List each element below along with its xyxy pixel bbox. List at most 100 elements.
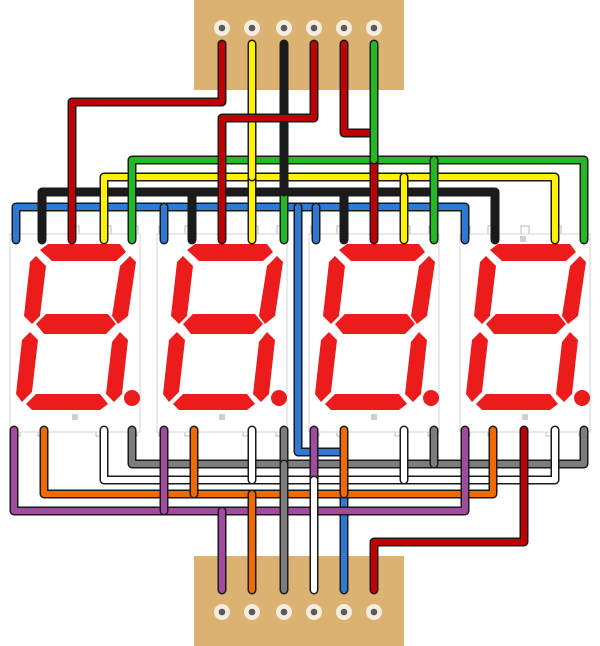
segment-a — [187, 244, 273, 261]
wire-core — [11, 427, 468, 514]
header-board — [194, 0, 404, 90]
segment-f — [323, 256, 345, 324]
wire-core — [129, 157, 587, 243]
pad-hole — [280, 24, 288, 32]
pad-hole — [310, 24, 318, 32]
wire-blue-spine — [293, 202, 349, 595]
wire-core — [69, 41, 225, 243]
bottom-header — [194, 556, 404, 646]
wires — [9, 39, 589, 595]
header-pad-2 — [244, 604, 260, 620]
segment-a — [40, 244, 126, 261]
display-digit-1 — [9, 225, 141, 437]
wire-gray-bottom-bus — [127, 425, 589, 469]
wire-red-2 — [217, 39, 319, 245]
wire-core — [41, 427, 496, 497]
wire-core — [101, 427, 558, 483]
segment-c — [556, 332, 578, 402]
wire-core — [129, 427, 587, 467]
wire-outline — [9, 425, 470, 516]
header-pad-1 — [214, 604, 230, 620]
segment-c — [253, 332, 275, 402]
header-board — [194, 556, 404, 646]
pad-hole — [340, 24, 348, 32]
header-boards — [194, 0, 404, 646]
pin-marker-top — [520, 236, 526, 242]
header-pad-2 — [244, 20, 260, 36]
pad-hole — [218, 24, 226, 32]
header-pad-4 — [306, 604, 322, 620]
segment-g — [36, 314, 116, 334]
segment-b — [112, 256, 136, 324]
segment-d — [325, 394, 407, 410]
pin-marker — [371, 414, 377, 420]
display-digit-3 — [308, 225, 440, 437]
pin-marker — [522, 414, 528, 420]
wire-core — [101, 174, 558, 243]
top-header — [194, 0, 404, 90]
pad-hole — [248, 608, 256, 616]
wire-outline — [127, 155, 589, 245]
header-pad-5 — [336, 20, 352, 36]
wire-black-top-bus — [37, 187, 500, 245]
decimal-point-icon — [271, 390, 287, 406]
decimal-point-icon — [574, 390, 590, 406]
segment-d — [26, 394, 108, 410]
segment-c — [106, 332, 128, 402]
wire-core — [371, 427, 527, 593]
segment-f — [474, 256, 496, 324]
display-digit-4 — [459, 225, 591, 437]
pad-hole — [370, 24, 378, 32]
segment-a — [339, 244, 425, 261]
segment-e — [16, 332, 38, 402]
segment-f — [171, 256, 193, 324]
wire-green-top-bus — [127, 155, 589, 245]
segment-c — [405, 332, 427, 402]
pad-hole — [310, 608, 318, 616]
segment-d — [173, 394, 255, 410]
wire-purple-bottom-bus — [9, 425, 470, 516]
header-pad-5 — [336, 604, 352, 620]
header-pad-4 — [306, 20, 322, 36]
wire-red-bottom — [369, 425, 529, 595]
pad-hole — [370, 608, 378, 616]
pad-hole — [340, 608, 348, 616]
segment-e — [163, 332, 185, 402]
wire-core — [13, 204, 468, 243]
display-digit-2 — [156, 225, 288, 437]
wire-blue-top-bus — [11, 202, 470, 245]
segment-a — [490, 244, 576, 261]
wire-yellow-top-bus — [99, 172, 560, 245]
wire-orange-bottom-bus — [39, 425, 498, 499]
segment-g — [486, 314, 566, 334]
pad-hole — [280, 608, 288, 616]
segment-e — [466, 332, 488, 402]
pad-hole — [248, 24, 256, 32]
wire-core — [219, 41, 317, 243]
segment-b — [562, 256, 586, 324]
header-pad-3 — [276, 604, 292, 620]
header-pad-6 — [366, 20, 382, 36]
wire-red-3 — [339, 39, 379, 245]
pin-marker — [72, 414, 78, 420]
segment-g — [183, 314, 263, 334]
segment-b — [411, 256, 435, 324]
segment-f — [24, 256, 46, 324]
segment-b — [259, 256, 283, 324]
segment-e — [315, 332, 337, 402]
segment-g — [335, 314, 415, 334]
wire-core — [295, 204, 347, 593]
decimal-point-icon — [423, 390, 439, 406]
segment-d — [476, 394, 558, 410]
pad-hole — [218, 608, 226, 616]
wire-red-1 — [67, 39, 227, 245]
header-pad-1 — [214, 20, 230, 36]
wire-outline — [127, 425, 589, 469]
wire-white-bottom-bus — [99, 425, 560, 485]
wire-core — [39, 189, 498, 243]
pin-marker — [219, 414, 225, 420]
header-pad-6 — [366, 604, 382, 620]
decimal-point-icon — [124, 390, 140, 406]
